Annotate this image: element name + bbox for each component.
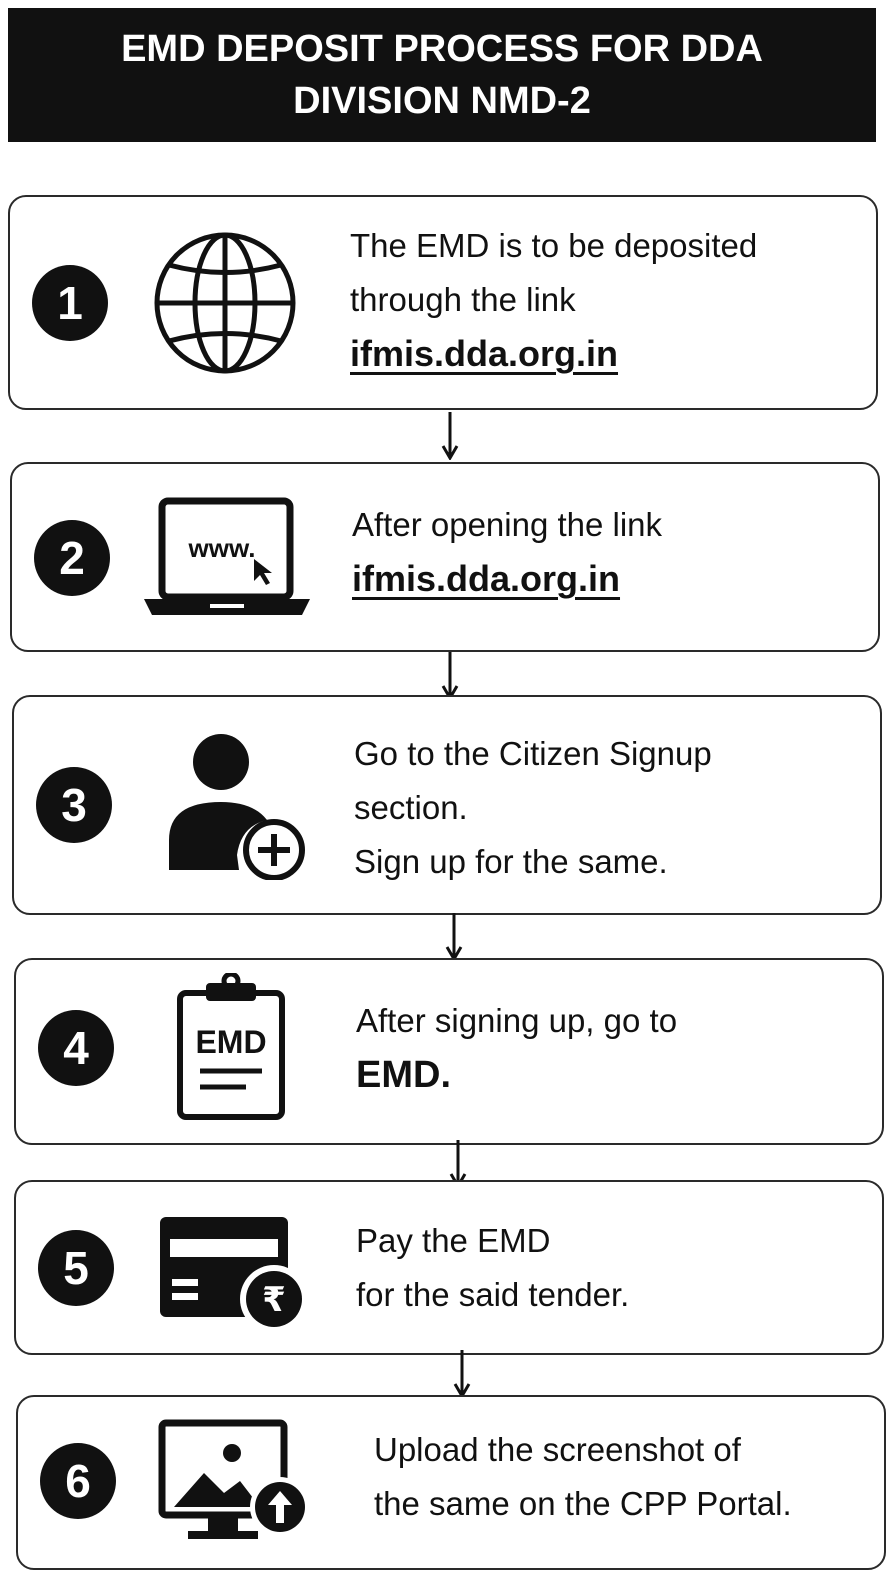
clipboard-emd-icon: EMD xyxy=(146,973,316,1120)
down-arrow-icon xyxy=(453,1350,471,1398)
step-5-card: 5 ₹ Pay the EMD for the said tender. xyxy=(14,1180,884,1355)
step-1-line-2: through the link xyxy=(350,281,576,318)
step-1-line-1: The EMD is to be deposited xyxy=(350,227,758,264)
step-6-line-1: Upload the screenshot of xyxy=(374,1431,741,1468)
step-4-text: After signing up, go to EMD. xyxy=(356,994,862,1102)
step-number-badge: 6 xyxy=(40,1443,116,1519)
laptop-www-icon: www. xyxy=(142,486,312,626)
step-5-line-2: for the said tender. xyxy=(356,1276,630,1313)
emd-icon-label: EMD xyxy=(195,1024,266,1060)
globe-icon xyxy=(140,232,310,374)
step-number-badge: 2 xyxy=(34,520,110,596)
step-3-card: 3 Go to the Citizen Signup section. Sign… xyxy=(12,695,882,915)
step-number-badge: 3 xyxy=(36,767,112,843)
down-arrow-icon xyxy=(445,913,463,961)
step-number-badge: 1 xyxy=(32,265,108,341)
step-3-text: Go to the Citizen Signup section. Sign u… xyxy=(354,727,860,889)
step-2-card: 2 www. After opening the link ifmis.dda.… xyxy=(10,462,880,652)
step-number-badge: 4 xyxy=(38,1010,114,1086)
step-3-line-2: section. xyxy=(354,789,468,826)
ifmis-link[interactable]: ifmis.dda.org.in xyxy=(352,558,621,599)
title-banner: EMD DEPOSIT PROCESS FOR DDA DIVISION NMD… xyxy=(8,8,876,142)
ifmis-link[interactable]: ifmis.dda.org.in xyxy=(350,333,619,374)
down-arrow-icon xyxy=(441,412,459,460)
rupee-symbol: ₹ xyxy=(262,1280,286,1320)
step-1-card: 1 The EMD is to be deposited through the… xyxy=(8,195,878,410)
step-2-line-1: After opening the link xyxy=(352,506,663,543)
monitor-upload-icon xyxy=(148,1411,318,1551)
step-6-line-2: the same on the CPP Portal. xyxy=(374,1485,792,1522)
step-5-text: Pay the EMD for the said tender. xyxy=(356,1214,862,1322)
step-number-badge: 5 xyxy=(38,1230,114,1306)
step-3-line-3: Sign up for the same. xyxy=(354,843,668,880)
step-1-text: The EMD is to be deposited through the l… xyxy=(350,219,856,382)
step-4-line-1: After signing up, go to xyxy=(356,1002,678,1039)
page-title: EMD DEPOSIT PROCESS FOR DDA DIVISION NMD… xyxy=(121,28,763,122)
down-arrow-icon xyxy=(441,652,459,700)
step-4-line-2: EMD. xyxy=(356,1054,451,1096)
user-add-icon xyxy=(144,734,314,880)
card-rupee-icon: ₹ xyxy=(146,1198,316,1338)
step-6-card: 6 Upload the screenshot of the same on t… xyxy=(16,1395,886,1570)
step-6-text: Upload the screenshot of the same on the… xyxy=(374,1423,864,1531)
step-3-line-1: Go to the Citizen Signup xyxy=(354,735,712,772)
step-4-card: 4 EMD After signing up, go to EMD. xyxy=(14,958,884,1145)
step-5-line-1: Pay the EMD xyxy=(356,1222,551,1259)
step-2-text: After opening the link ifmis.dda.org.in xyxy=(352,498,858,607)
www-label: www. xyxy=(188,533,256,563)
